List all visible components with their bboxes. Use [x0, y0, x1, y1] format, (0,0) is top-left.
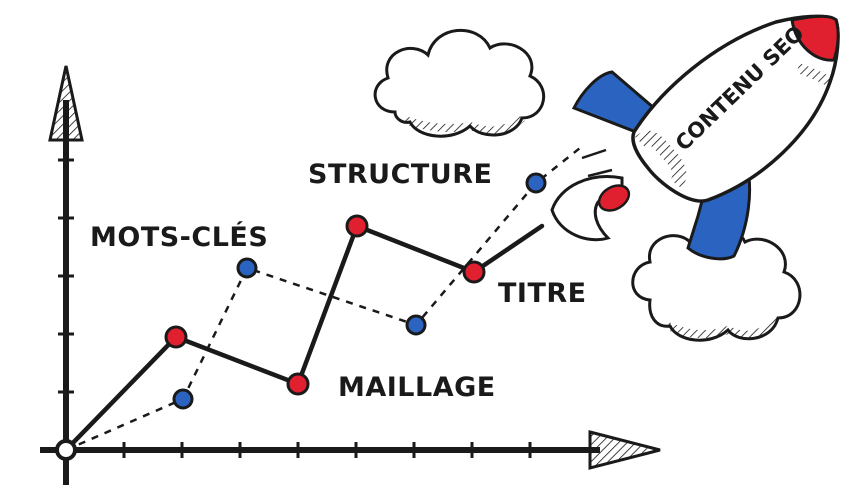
chart-axes	[40, 65, 661, 485]
red-point	[345, 214, 369, 238]
red-point	[462, 260, 486, 284]
label-structure: STRUCTURE	[308, 159, 492, 190]
y-ticks	[58, 158, 74, 394]
axis-arrow-icon	[48, 65, 84, 142]
red-points	[164, 214, 486, 396]
blue-point	[172, 388, 194, 410]
cloud-icon	[373, 28, 546, 138]
label-maillage: MAILLAGE	[338, 372, 496, 403]
origin-point	[55, 439, 77, 461]
blue-point	[525, 172, 547, 194]
rocket-icon: CONTENU SEO	[550, 14, 840, 261]
solid-growth-line	[63, 223, 545, 453]
blue-points	[172, 172, 547, 410]
axis-arrow-icon	[588, 430, 661, 470]
red-point	[286, 372, 310, 396]
label-titre: TITRE	[498, 278, 587, 309]
blue-point	[236, 257, 258, 279]
x-ticks	[122, 442, 532, 458]
cloud-icon	[631, 225, 802, 342]
red-point	[164, 325, 188, 349]
label-mots-cles: MOTS-CLÉS	[90, 221, 268, 253]
blue-point	[405, 314, 427, 336]
